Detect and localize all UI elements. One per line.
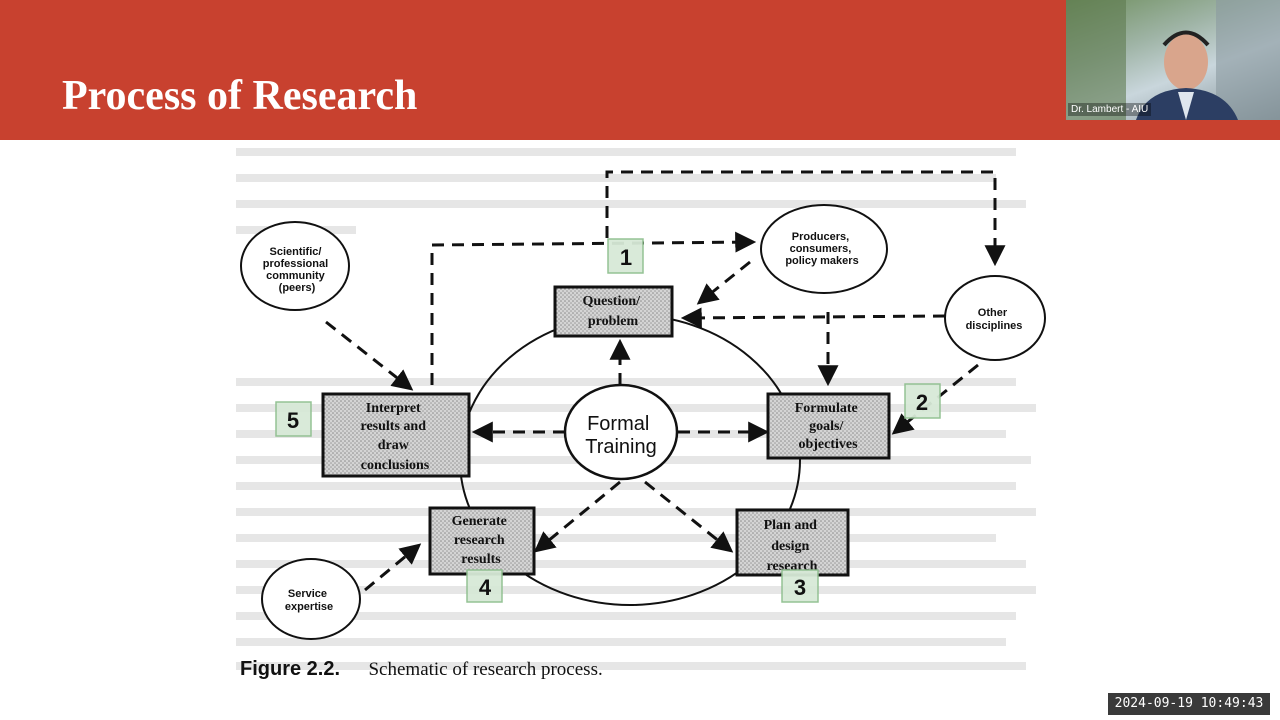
presenter-video: Dr. Lambert - AIU <box>1066 0 1280 120</box>
badge-5: 5 <box>275 401 312 437</box>
dashed-connectors <box>325 170 1006 592</box>
badge-3: 3 <box>781 569 819 603</box>
stakeholder-service-expertise: Service expertise <box>261 558 361 640</box>
step-5-label: Interpret results and draw conclusions <box>361 401 430 473</box>
slide-title: Process of Research <box>62 73 418 119</box>
step-3-label: Plan and design research <box>764 518 821 574</box>
svg-text:1: 1 <box>620 245 632 270</box>
svg-text:Other disciplines: Other disciplines <box>966 307 1023 332</box>
badge-4: 4 <box>466 569 503 603</box>
recording-timestamp: 2024-09-19 10:49:43 <box>1108 693 1270 715</box>
stakeholder-other-disciplines: Other disciplines <box>944 275 1046 361</box>
step-box-plan: Plan and design research <box>735 508 850 577</box>
step-1-label: Question/ problem <box>582 294 643 329</box>
svg-text:4: 4 <box>479 575 492 600</box>
formal-training-label: Formal Training <box>585 413 657 458</box>
figure-caption-label: Figure 2.2. <box>240 658 341 680</box>
step-box-interpret: Interpret results and draw conclusions <box>321 392 471 478</box>
step-box-question: Question/ problem <box>553 285 674 338</box>
svg-text:Service expertise: Service expertise <box>285 588 333 613</box>
step-number-badges: 1 2 3 4 5 <box>275 238 941 603</box>
stakeholder-scientific-community: Scientific/ professional community (peer… <box>240 221 350 311</box>
presenter-silhouette <box>1066 0 1280 120</box>
step-2-label: Formulate goals/ objectives <box>795 401 861 452</box>
formal-training-node: Formal Training <box>563 383 679 481</box>
svg-text:Scientific/ professional: Scientific/ professional community (peer… <box>263 246 331 294</box>
step-4-label: Generate research results <box>452 514 511 567</box>
svg-text:Producers, consumers,: Producers, consumers, policy makers <box>785 231 858 267</box>
stakeholder-producers: Producers, consumers, policy makers <box>760 204 888 294</box>
svg-text:5: 5 <box>287 408 299 433</box>
presenter-name-label: Dr. Lambert - AIU <box>1068 103 1152 116</box>
badge-2: 2 <box>904 383 941 419</box>
step-box-generate: Generate research results <box>428 506 536 576</box>
badge-1: 1 <box>607 238 644 274</box>
svg-text:3: 3 <box>794 575 806 600</box>
figure-caption: Figure 2.2. Schematic of research proces… <box>240 658 603 681</box>
step-box-formulate: Formulate goals/ objectives <box>766 392 891 460</box>
figure-caption-text: Schematic of research process. <box>368 659 603 680</box>
svg-text:2: 2 <box>916 390 928 415</box>
